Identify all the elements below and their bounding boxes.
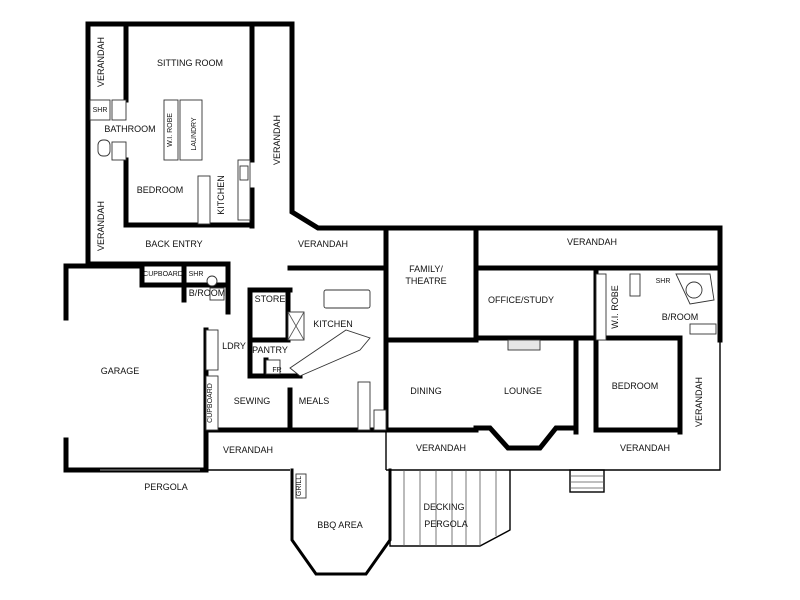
label-shr-left: SHR: [93, 107, 108, 114]
label-verandah-bottom-right: VERANDAH: [620, 443, 670, 453]
label-verandah-center: VERANDAH: [298, 239, 348, 249]
label-laundry: LAUNDRY: [191, 117, 198, 151]
front-steps: [569, 469, 605, 493]
label-sewing: SEWING: [234, 396, 271, 406]
label-bedroom-left: BEDROOM: [137, 185, 184, 195]
label-shr-mid: SHR: [189, 271, 204, 278]
label-shr-right: SHR: [656, 278, 671, 285]
label-decking: DECKING: [423, 502, 464, 512]
label-pergola-center: PERGOLA: [424, 519, 468, 529]
label-fr: FR: [272, 367, 281, 374]
label-dining: DINING: [410, 386, 442, 396]
label-bedroom-right: BEDROOM: [612, 381, 659, 391]
label-b-room-right: B/ROOM: [662, 312, 699, 322]
label-garage: GARAGE: [101, 366, 140, 376]
label-verandah-bottom-left: VERANDAH: [223, 445, 273, 455]
label-back-entry: BACK ENTRY: [145, 239, 202, 249]
label-sitting-room: SITTING ROOM: [157, 58, 223, 68]
label-lounge: LOUNGE: [504, 386, 542, 396]
label-kitchen-center: KITCHEN: [313, 319, 353, 329]
label-pantry: PANTRY: [252, 345, 288, 355]
label-grill: GRILL: [296, 476, 303, 496]
label-bbq-area: BBQ AREA: [317, 520, 363, 530]
label-pergola-left: PERGOLA: [144, 482, 188, 492]
label-office-study: OFFICE/STUDY: [488, 295, 554, 305]
label-wi-robe-left: W.I. ROBE: [167, 113, 174, 147]
label-verandah-left: VERANDAH: [96, 201, 106, 251]
room-labels: SITTING ROOM VERANDAH VERANDAH SHR BATHR…: [93, 37, 704, 530]
label-cupboard-top: CUPBOARD: [143, 271, 183, 278]
label-verandah-top-left: VERANDAH: [96, 37, 106, 87]
label-verandah-left-column: VERANDAH: [272, 115, 282, 165]
label-ldry: LDRY: [222, 341, 246, 351]
label-cupboard-vertical: CUPBOARD: [207, 383, 214, 423]
label-verandah-right: VERANDAH: [694, 377, 704, 427]
label-theatre: THEATRE: [405, 276, 446, 286]
label-kitchen-left: KITCHEN: [216, 175, 226, 215]
label-verandah-top-right: VERANDAH: [567, 237, 617, 247]
label-b-room-left: B/ROOM: [189, 288, 226, 298]
fixtures: [89, 99, 717, 576]
label-wi-robe-right: W.I. ROBE: [610, 285, 620, 329]
label-family: FAMILY/: [409, 264, 443, 274]
label-meals: MEALS: [299, 396, 330, 406]
label-verandah-bottom-center: VERANDAH: [416, 443, 466, 453]
label-bathroom: BATHROOM: [104, 124, 155, 134]
label-store: STORE: [255, 294, 286, 304]
